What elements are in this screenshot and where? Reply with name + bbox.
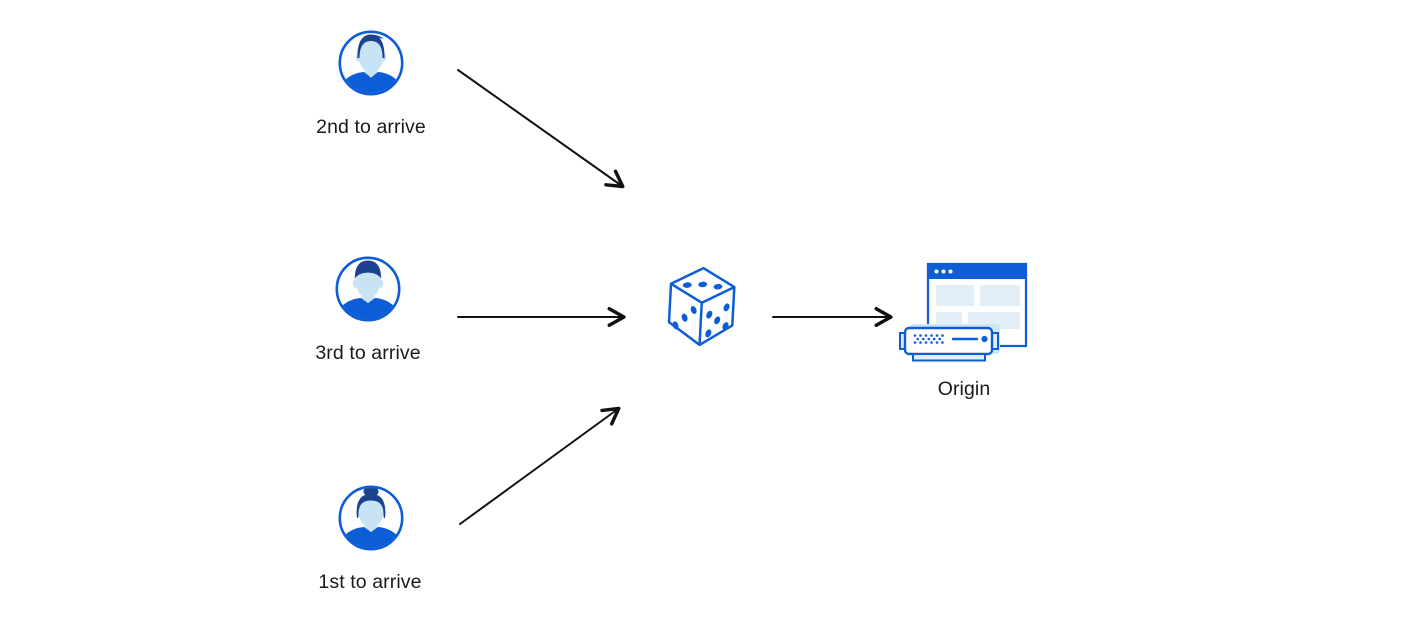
label-visitor-first: 1st to arrive [318, 571, 422, 593]
male-avatar-quiff-icon [338, 30, 404, 96]
node-visitor-first [338, 485, 404, 551]
female-avatar-bun-icon [338, 485, 404, 551]
node-selector [665, 264, 738, 351]
node-origin [898, 261, 1030, 363]
node-visitor-third [335, 256, 401, 322]
arrow-first-to-selector [459, 406, 621, 525]
server-icon [899, 324, 1000, 362]
arrow-second-to-selector [457, 69, 625, 189]
dice-icon [667, 266, 736, 347]
browser-window-icon [926, 262, 1028, 348]
male-avatar-short-hair-icon [335, 256, 401, 322]
origin-server-browser-icon [899, 262, 1028, 362]
label-visitor-third: 3rd to arrive [315, 342, 421, 364]
label-visitor-second: 2nd to arrive [316, 116, 426, 138]
node-visitor-second [338, 30, 404, 96]
label-origin: Origin [937, 378, 991, 400]
